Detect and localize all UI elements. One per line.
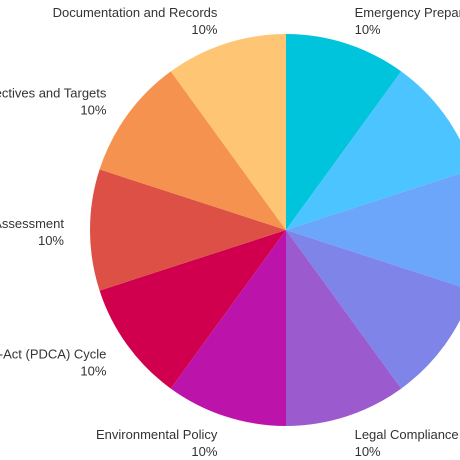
slice-label: Environmental Aspects Assessment — [0, 216, 64, 231]
pie-slices — [89, 33, 460, 426]
pie-slice — [170, 230, 286, 426]
slice-label: Plan-Do-Check-Act (PDCA) Cycle — [0, 347, 106, 362]
pie-slice — [99, 71, 286, 231]
pie-slice — [286, 173, 460, 287]
slice-label: Environmental Policy — [96, 427, 218, 442]
pie-labels: Emergency Preparedness and Response10%Ma… — [0, 5, 460, 459]
pie-slice — [99, 230, 286, 389]
slice-label: Emergency Preparedness and Response — [355, 5, 460, 20]
slice-label: Documentation and Records — [53, 5, 218, 20]
pie-slice — [170, 33, 286, 230]
slice-label: Environmental Objectives and Targets — [0, 86, 107, 101]
slice-value-label: 10% — [80, 103, 106, 118]
pie-slice — [286, 71, 460, 230]
pie-slice — [89, 169, 286, 291]
slice-value-label: 10% — [38, 233, 64, 248]
slice-value-label: 10% — [191, 22, 217, 37]
pie-slice — [286, 230, 460, 389]
slice-value-label: 10% — [355, 22, 381, 37]
pie-slice — [286, 34, 402, 230]
slice-value-label: 10% — [191, 444, 217, 459]
pie-slice — [286, 230, 402, 426]
slice-label: Legal Compliance — [355, 427, 459, 442]
slice-value-label: 10% — [355, 444, 381, 459]
slice-value-label: 10% — [80, 364, 106, 379]
